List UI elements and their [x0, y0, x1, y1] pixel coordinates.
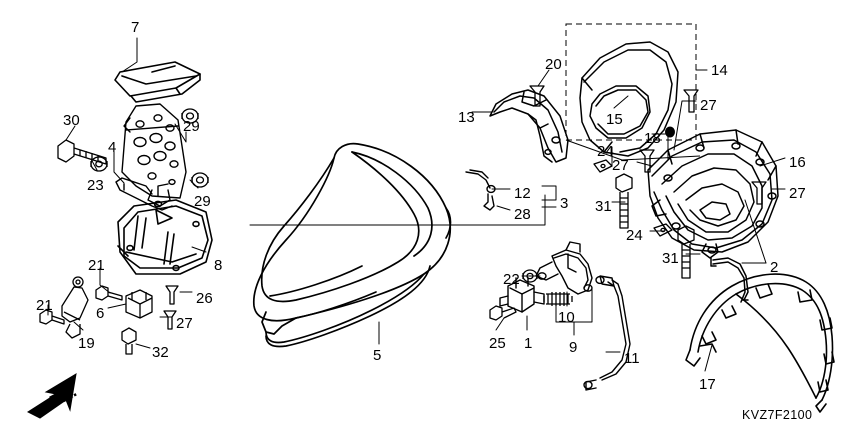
callout-number-24: 24 [597, 143, 614, 160]
callout-number-20: 20 [545, 56, 562, 73]
callout-number-5: 5 [373, 347, 382, 364]
callout-number-17: 17 [699, 376, 716, 393]
part-23-grommet [90, 156, 108, 172]
callout-number-16: 16 [789, 154, 806, 171]
callout-number-11: 11 [624, 350, 640, 367]
fr-direction-arrow [26, 373, 77, 419]
callout-number-31: 31 [595, 198, 612, 215]
callout-number-1: 1 [524, 335, 533, 352]
callout-number-26: 26 [196, 290, 213, 307]
part-6-latch-striker [125, 289, 153, 319]
callout-number-19: 19 [78, 335, 95, 352]
part-11-seat-cable [583, 275, 631, 391]
fasteners-27-31-24-18 [593, 89, 767, 279]
callout-number-25: 25 [489, 335, 506, 352]
callout-number-9: 9 [569, 339, 578, 356]
callout-number-13: 13 [458, 109, 475, 126]
part-20-screw [529, 85, 545, 107]
callout-number-15: 15 [606, 111, 623, 128]
callout-number-29: 29 [183, 118, 200, 135]
callout-number-14: 14 [711, 62, 728, 79]
part-4-bracket-plate [115, 103, 187, 211]
callout-number-3: 3 [560, 195, 569, 212]
callout-number-29: 29 [194, 193, 211, 210]
callout-number-21: 21 [88, 257, 105, 274]
part-9-seat-lock-bracket [535, 241, 593, 295]
part-17-molding [685, 273, 835, 413]
callout-number-32: 32 [152, 344, 169, 361]
callout-number-27: 27 [700, 97, 717, 114]
callout-number-12: 12 [514, 185, 531, 202]
part-19-damper [61, 276, 89, 339]
callout-number-18: 18 [644, 130, 661, 147]
callout-number-6: 6 [96, 305, 105, 322]
part-1-seat-lock [499, 277, 545, 313]
callout-number-22: 22 [503, 271, 520, 288]
callout-number-4: 4 [108, 139, 117, 156]
callout-number-27: 27 [176, 315, 193, 332]
part-29-grommets [181, 108, 209, 188]
fasteners-26-27-32 [121, 285, 179, 355]
callout-number-2: 2 [770, 259, 779, 276]
leader-lines [47, 37, 786, 372]
part-12-rod [465, 169, 496, 211]
callout-number-31: 31 [662, 250, 679, 267]
group-14-dashed-box [565, 23, 697, 141]
part-8-seat-tray [117, 199, 213, 275]
part-13-hinge-cover [489, 89, 569, 163]
callout-number-30: 30 [63, 112, 80, 129]
callout-number-27: 27 [612, 157, 629, 174]
callout-number-7: 7 [131, 19, 140, 36]
callout-number-28: 28 [514, 206, 531, 223]
callout-number-27: 27 [789, 185, 806, 202]
callout-number-23: 23 [87, 177, 104, 194]
part-7-rear-cover [114, 61, 201, 103]
part-25-bolt [489, 305, 517, 321]
callout-number-21: 21 [36, 297, 53, 314]
part-22-collar [522, 269, 538, 283]
part-5-seat-assembly [252, 142, 452, 348]
part-2-trim-strip [710, 257, 749, 303]
callout-number-24: 24 [626, 227, 643, 244]
callout-number-8: 8 [214, 257, 223, 274]
callout-number-10: 10 [558, 309, 575, 326]
group-14-leader [565, 139, 701, 161]
part-21-pivot-bolts [39, 285, 123, 325]
part-14-15-seat-cowl [579, 41, 679, 157]
diagram-code-label: KVZ7F2100 [742, 408, 813, 422]
